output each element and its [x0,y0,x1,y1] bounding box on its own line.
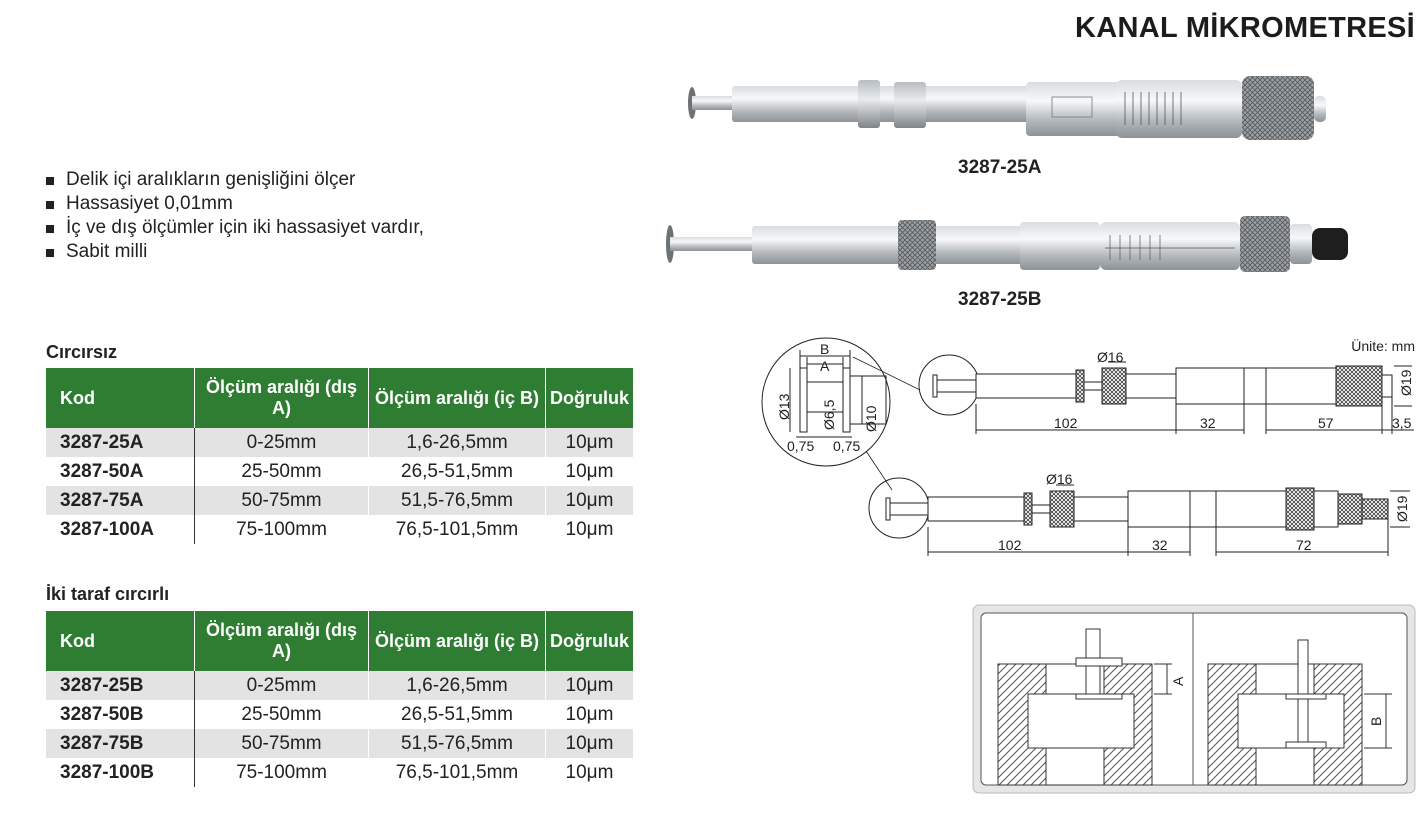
dim-102-top: 102 [1054,415,1078,431]
cell-outer-range: 75-100mm [194,515,369,544]
cell-outer-range: 0-25mm [194,428,369,457]
col-header-outer-range: Ölçüm aralığı (dış A) [194,368,369,428]
cell-inner-range: 1,6-26,5mm [368,671,546,700]
cell-accuracy: 10μm [545,700,633,729]
col-header-inner-range: Ölçüm aralığı (iç B) [368,611,546,671]
feature-item: Hassasiyet 0,01mm [46,192,424,216]
dim-102-bottom: 102 [998,537,1022,553]
usage-illustration [972,604,1416,794]
cell-inner-range: 76,5-101,5mm [368,758,546,787]
product-photo-3287-25b [666,216,1348,272]
cell-inner-range: 51,5-76,5mm [368,729,546,758]
table-row: 3287-100B 75-100mm 76,5-101,5mm 10μm [46,758,633,787]
dim-32-bottom: 32 [1152,537,1168,553]
dim-d13: Ø13 [776,393,792,420]
usage-label-b: B [1368,717,1384,726]
table-row: 3287-100A 75-100mm 76,5-101,5mm 10μm [46,515,633,544]
cell-inner-range: 26,5-51,5mm [368,700,546,729]
table-row: 3287-50A 25-50mm 26,5-51,5mm 10μm [46,457,633,486]
cell-code: 3287-50B [46,700,195,729]
spec-table-ratchetless: Kod Ölçüm aralığı (dış A) Ölçüm aralığı … [46,368,633,544]
cell-accuracy: 10μm [545,428,633,457]
cell-code: 3287-50A [46,457,195,486]
cell-code: 3287-25B [46,671,195,700]
dim-w1: 0,75 [787,438,814,454]
cell-outer-range: 75-100mm [194,758,369,787]
dim-d16-top: Ø16 [1097,349,1124,365]
col-header-accuracy: Doğruluk [545,368,633,428]
cell-code: 3287-100B [46,758,195,787]
technical-drawing-a [918,354,1414,434]
feature-item: Delik içi aralıkların genişliğini ölçer [46,168,424,192]
page-title: KANAL MİKROMETRESİ [1075,12,1415,44]
cell-inner-range: 51,5-76,5mm [368,486,546,515]
cell-inner-range: 76,5-101,5mm [368,515,546,544]
cell-outer-range: 25-50mm [194,457,369,486]
dim-b: B [820,341,829,357]
col-header-accuracy: Doğruluk [545,611,633,671]
technical-drawing-b [868,477,1410,556]
cell-outer-range: 50-75mm [194,729,369,758]
table-row: 3287-75B 50-75mm 51,5-76,5mm 10μm [46,729,633,758]
table-row: 3287-25A 0-25mm 1,6-26,5mm 10μm [46,428,633,457]
dim-a: A [820,358,830,374]
cell-accuracy: 10μm [545,515,633,544]
col-header-code: Kod [46,368,195,428]
cell-accuracy: 10μm [545,457,633,486]
dim-32-top: 32 [1200,415,1216,431]
col-header-code: Kod [46,611,195,671]
cell-accuracy: 10μm [545,758,633,787]
cell-inner-range: 1,6-26,5mm [368,428,546,457]
cell-code: 3287-75B [46,729,195,758]
cell-outer-range: 50-75mm [194,486,369,515]
col-header-inner-range: Ölçüm aralığı (iç B) [368,368,546,428]
col-header-outer-range: Ölçüm aralığı (dış A) [194,611,369,671]
dim-72-bottom: 72 [1296,537,1312,553]
usage-label-a: A [1170,676,1186,686]
unit-note: Ünite: mm [1351,338,1415,354]
dim-w2: 0,75 [833,438,860,454]
dim-d10: Ø10 [863,405,879,432]
cell-code: 3287-25A [46,428,195,457]
product-caption-a: 3287-25A [958,157,1042,178]
cell-accuracy: 10μm [545,729,633,758]
dim-d19-bottom: Ø19 [1394,495,1410,522]
detail-drawing [761,337,921,491]
table-title-ratchetless: Cırcırsız [46,342,118,362]
cell-code: 3287-100A [46,515,195,544]
feature-list: Delik içi aralıkların genişliğini ölçer … [46,168,424,264]
cell-code: 3287-75A [46,486,195,515]
dim-d16-bottom: Ø16 [1046,471,1073,487]
product-photo-3287-25a [688,76,1326,140]
table-row: 3287-25B 0-25mm 1,6-26,5mm 10μm [46,671,633,700]
dim-35-top: 3,5 [1392,415,1412,431]
cell-accuracy: 10μm [545,486,633,515]
spec-table-double-ratchet: Kod Ölçüm aralığı (dış A) Ölçüm aralığı … [46,611,633,787]
feature-item: İç ve dış ölçümler için iki hassasiyet v… [46,216,424,240]
dim-d65: Ø6,5 [821,399,837,430]
cell-outer-range: 25-50mm [194,700,369,729]
product-caption-b: 3287-25B [958,289,1042,310]
table-row: 3287-75A 50-75mm 51,5-76,5mm 10μm [46,486,633,515]
cell-inner-range: 26,5-51,5mm [368,457,546,486]
feature-item: Sabit milli [46,240,424,264]
dim-57-top: 57 [1318,415,1334,431]
table-title-double-ratchet: İki taraf cırcırlı [46,584,170,604]
table-row: 3287-50B 25-50mm 26,5-51,5mm 10μm [46,700,633,729]
cell-outer-range: 0-25mm [194,671,369,700]
dim-d19-top: Ø19 [1398,369,1414,396]
cell-accuracy: 10μm [545,671,633,700]
